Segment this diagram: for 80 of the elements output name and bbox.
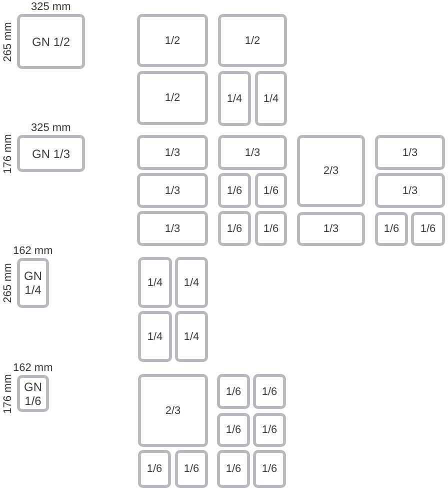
container-pan: [218, 211, 251, 246]
container-pan: [17, 375, 49, 412]
size-label: 1/3: [164, 222, 180, 236]
size-label: 1/6: [262, 384, 278, 398]
container-pan: [175, 257, 208, 308]
container-pan: [217, 413, 250, 447]
container-pan: [255, 173, 287, 208]
size-label: 1/6: [384, 222, 400, 236]
size-label: 1/6: [262, 423, 278, 437]
size-label: 1/3: [323, 222, 339, 236]
container-pan: [218, 173, 251, 208]
container-pan: [253, 413, 286, 447]
size-label: GN 1/4: [23, 269, 43, 297]
size-label: 1/6: [262, 462, 278, 476]
container-pan: [297, 212, 365, 246]
container-pan: [217, 450, 250, 488]
size-label: GN 1/6: [23, 380, 43, 408]
container-pan: [375, 173, 445, 208]
size-label: 1/4: [184, 276, 200, 290]
container-pan: [253, 450, 286, 488]
dimension-label: 162 mm: [13, 362, 53, 374]
size-label: 1/6: [184, 462, 200, 476]
size-label: 1/6: [226, 423, 242, 437]
container-pan: [138, 257, 172, 308]
container-pan: [17, 14, 85, 69]
container-pan: [375, 212, 408, 246]
container-pan: [137, 173, 208, 208]
size-label: 1/6: [263, 184, 279, 198]
container-pan: [137, 71, 208, 125]
dimension-label: 325 mm: [31, 1, 71, 13]
size-label: 1/4: [184, 330, 200, 344]
dimension-label: 265 mm: [2, 22, 14, 62]
dimension-label: 325 mm: [31, 122, 71, 134]
size-label: 1/3: [244, 146, 260, 160]
size-label: 1/6: [226, 222, 242, 236]
size-label: 1/6: [263, 222, 279, 236]
container-pan: [138, 450, 171, 488]
container-pan: [17, 135, 85, 172]
dimension-label: 162 mm: [13, 245, 53, 257]
size-label: 1/2: [244, 34, 260, 48]
size-label: 1/6: [146, 462, 162, 476]
size-label: 1/6: [420, 222, 436, 236]
size-label: 1/6: [226, 462, 242, 476]
size-label: 2/3: [323, 164, 339, 178]
container-pan: [175, 311, 208, 362]
container-pan: [411, 212, 445, 246]
dimension-label: 176 mm: [2, 134, 14, 174]
container-pan: [138, 374, 208, 447]
size-label: 2/3: [165, 404, 181, 418]
size-label: 1/4: [226, 92, 242, 106]
container-pan: [175, 450, 208, 488]
size-label: GN 1/2: [32, 34, 70, 48]
size-label: 1/6: [226, 184, 242, 198]
size-label: 1/4: [147, 276, 163, 290]
container-pan: [255, 211, 287, 246]
container-pan: [297, 135, 365, 207]
size-label: 1/4: [147, 330, 163, 344]
size-label: 1/3: [402, 146, 418, 160]
size-label: 1/3: [164, 184, 180, 198]
dimension-label: 176 mm: [2, 374, 14, 414]
size-label: 1/2: [164, 91, 180, 105]
container-pan: [218, 14, 287, 67]
size-label: 1/3: [402, 184, 418, 198]
size-label: 1/2: [164, 34, 180, 48]
container-pan: [218, 71, 251, 126]
container-pan: [137, 211, 208, 246]
container-pan: [137, 135, 208, 170]
size-label: 1/3: [164, 146, 180, 160]
container-pan: [253, 374, 286, 409]
dimension-label: 265 mm: [2, 263, 14, 303]
container-pan: [218, 135, 287, 170]
container-pan: [255, 71, 287, 126]
container-pan: [217, 374, 250, 409]
size-label: 1/6: [226, 384, 242, 398]
container-pan: [17, 258, 49, 308]
size-label: 1/4: [263, 92, 279, 106]
size-label: GN 1/3: [32, 146, 70, 160]
container-pan: [375, 135, 445, 170]
container-pan: [137, 14, 208, 67]
container-pan: [138, 311, 172, 362]
